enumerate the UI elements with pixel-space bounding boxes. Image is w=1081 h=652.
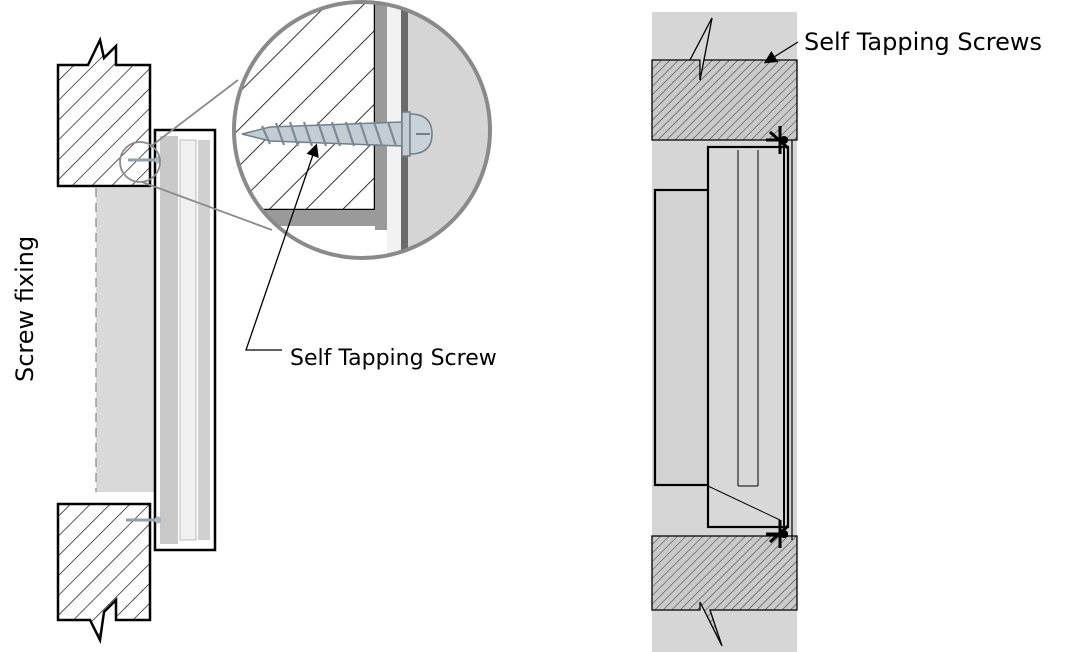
detail-source-circle bbox=[119, 141, 161, 183]
right-diagram: Self Tapping Screws bbox=[651, 12, 1042, 652]
left-diagram: Screw fixing Self Tapping Screw bbox=[11, 0, 497, 645]
callout-leader-left bbox=[245, 143, 319, 351]
side-label-screw-fixing: Screw fixing bbox=[11, 236, 39, 382]
callout-label-self-tapping-screw: Self Tapping Screw bbox=[290, 346, 497, 371]
grille-body bbox=[706, 140, 793, 540]
screw-large bbox=[241, 111, 433, 157]
zoom-detail bbox=[232, 0, 492, 260]
zoom-connector-lower bbox=[141, 181, 273, 231]
rear-duct bbox=[653, 188, 712, 487]
screw-right-top bbox=[766, 126, 789, 154]
callout-label-self-tapping-screws: Self Tapping Screws bbox=[804, 28, 1042, 56]
duct-body bbox=[96, 188, 160, 492]
grille-frame bbox=[153, 128, 217, 552]
screw-bottom-small bbox=[126, 516, 162, 524]
zoom-connector-upper bbox=[149, 79, 239, 148]
wall-block-top bbox=[56, 36, 152, 188]
screw-right-bottom bbox=[766, 520, 789, 548]
callout-leader-right bbox=[763, 41, 799, 64]
wall-section-bottom bbox=[651, 535, 798, 647]
wall-block-bottom bbox=[56, 502, 152, 645]
